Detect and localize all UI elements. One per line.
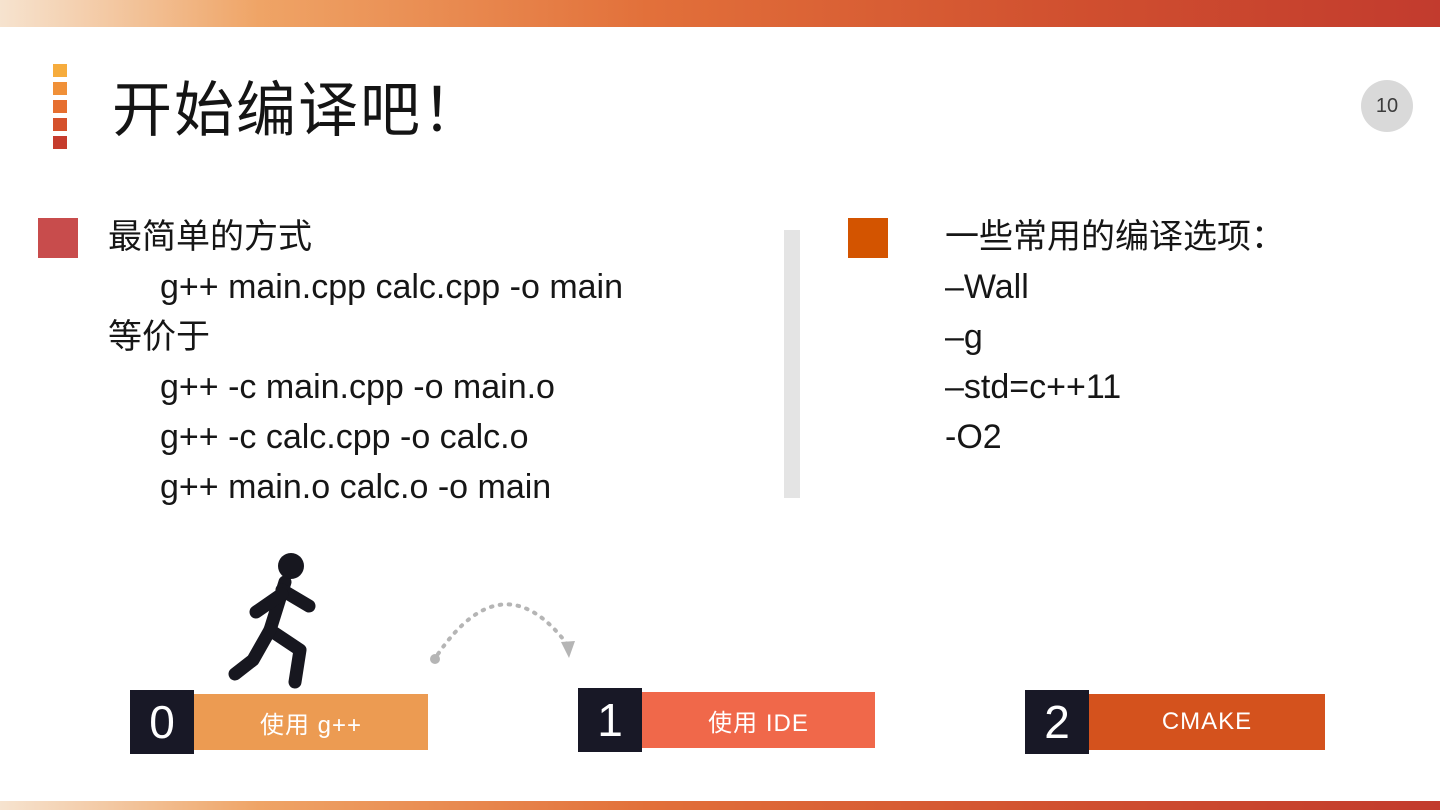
step-bar-g++: 使用 g++	[194, 694, 428, 750]
bottom-accent-strip	[0, 801, 1440, 810]
top-accent-strip	[0, 0, 1440, 27]
bullet-square	[53, 136, 67, 149]
command-line: g++ -c main.cpp -o main.o	[160, 368, 555, 406]
step-number-label: 2	[1044, 696, 1070, 748]
slide-title: 开始编译吧！	[112, 77, 484, 144]
bullet-square	[53, 100, 67, 113]
page-number-badge: 10	[1361, 80, 1413, 132]
compiler-option: –g	[945, 318, 983, 356]
left-section: 最简单的方式 g++ main.cpp calc.cpp -o main 等价于…	[108, 212, 788, 512]
command-line: g++ main.o calc.o -o main	[160, 468, 552, 506]
step-bar-label: 使用 g++	[259, 711, 363, 739]
step-number-2: 2	[1025, 690, 1089, 754]
equivalent-label: 等价于	[108, 318, 210, 356]
step-number-0: 0	[130, 690, 194, 754]
right-section-bullet	[848, 218, 888, 258]
right-heading: 一些常用的编译选项：	[945, 218, 1285, 256]
page-number: 10	[1375, 94, 1399, 117]
step-number-label: 1	[597, 694, 623, 746]
vertical-divider	[784, 230, 800, 498]
bullet-square	[53, 64, 67, 77]
step-number-1: 1	[578, 688, 642, 752]
command-line: g++ main.cpp calc.cpp -o main	[160, 268, 624, 306]
step-bar-cmake: CMAKE	[1089, 694, 1325, 750]
bullet-square	[53, 118, 67, 131]
step-bar-label: 使用 IDE	[708, 709, 809, 737]
left-heading: 最简单的方式	[108, 218, 312, 256]
left-section-bullet	[38, 218, 78, 258]
step-bar-label: CMAKE	[1161, 708, 1253, 735]
dotted-arc-arrow-icon	[430, 602, 575, 664]
step-number-label: 0	[149, 696, 175, 748]
title-bullet-squares	[53, 64, 67, 149]
compiler-option: -O2	[945, 418, 1002, 456]
compiler-option: –Wall	[945, 268, 1029, 306]
walking-person-icon	[228, 553, 316, 689]
step-bar-ide: 使用 IDE	[642, 692, 875, 748]
right-section: 一些常用的编译选项： –Wall –g –std=c++11 -O2	[945, 212, 1405, 462]
compiler-option: –std=c++11	[945, 368, 1122, 406]
bullet-square	[53, 82, 67, 95]
command-line: g++ -c calc.cpp -o calc.o	[160, 418, 529, 456]
